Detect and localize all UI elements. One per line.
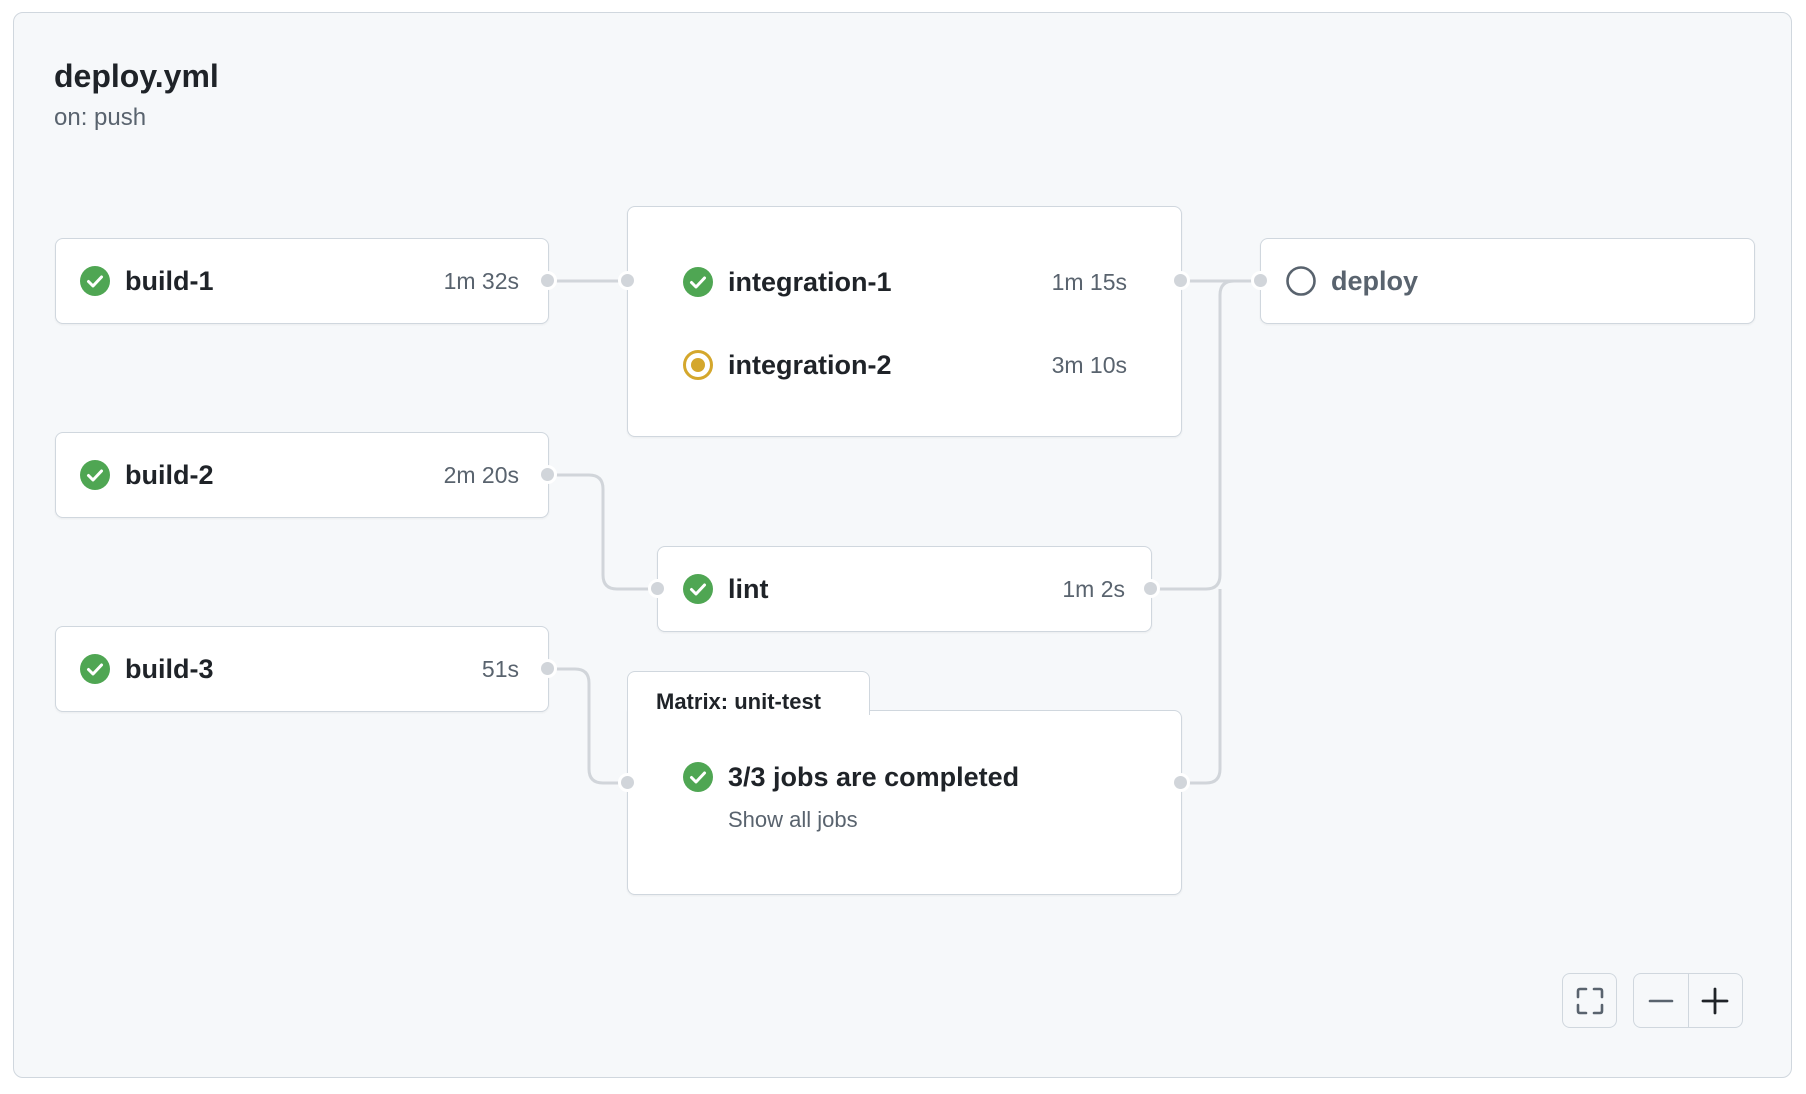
- in-progress-icon: [683, 350, 713, 380]
- port-integration-out: [1171, 271, 1190, 290]
- matrix-tab: Matrix: unit-test: [627, 671, 870, 715]
- success-check-icon: [80, 266, 110, 296]
- pending-circle-icon: [1286, 266, 1316, 296]
- success-check-icon: [683, 574, 713, 604]
- minus-icon: [1648, 999, 1674, 1002]
- port-build-3-out: [538, 659, 557, 678]
- job-duration: 1m 15s: [1051, 268, 1127, 295]
- port-deploy-in: [1251, 271, 1270, 290]
- job-duration: 51s: [481, 655, 519, 682]
- matrix-summary: 3/3 jobs are completed: [728, 761, 1020, 792]
- job-card-build-3[interactable]: build-3 51s: [55, 626, 549, 712]
- fullscreen-button[interactable]: [1562, 973, 1617, 1028]
- job-card-build-1[interactable]: build-1 1m 32s: [55, 238, 549, 324]
- port-matrix-in: [618, 773, 637, 792]
- job-name: build-2: [125, 459, 214, 490]
- show-all-jobs-link[interactable]: Show all jobs: [728, 807, 858, 832]
- success-check-icon: [80, 460, 110, 490]
- workflow-graph-panel: [13, 12, 1792, 1078]
- job-row-integration-2[interactable]: integration-2 3m 10s: [682, 345, 1127, 385]
- fullscreen-icon: [1576, 987, 1603, 1014]
- plus-icon: [1701, 987, 1729, 1014]
- job-row-integration-1[interactable]: integration-1 1m 15s: [682, 262, 1127, 302]
- job-card-build-2[interactable]: build-2 2m 20s: [55, 432, 549, 518]
- zoom-in-button[interactable]: [1687, 974, 1743, 1027]
- job-name: integration-2: [728, 349, 892, 380]
- job-duration: 1m 2s: [1062, 575, 1125, 602]
- job-name: integration-1: [728, 266, 892, 297]
- job-card-lint[interactable]: lint 1m 2s: [657, 546, 1152, 632]
- port-build-1-out: [538, 271, 557, 290]
- port-lint-in: [648, 579, 667, 598]
- workflow-trigger: on: push: [54, 104, 147, 131]
- job-duration: 1m 32s: [443, 267, 519, 294]
- zoom-out-button[interactable]: [1634, 974, 1688, 1027]
- matrix-label: Matrix: unit-test: [656, 689, 821, 714]
- job-card-deploy[interactable]: deploy: [1260, 238, 1755, 324]
- job-name: deploy: [1331, 265, 1419, 296]
- job-duration: 2m 20s: [443, 461, 519, 488]
- job-name: lint: [728, 573, 769, 604]
- success-check-icon: [683, 762, 713, 792]
- job-name: build-1: [125, 265, 214, 296]
- job-group-integration: integration-1 1m 15s integration-2 3m 10…: [627, 206, 1182, 437]
- port-build-2-out: [538, 465, 557, 484]
- port-lint-out: [1141, 579, 1160, 598]
- workflow-title: deploy.yml: [54, 58, 219, 94]
- success-check-icon: [80, 654, 110, 684]
- port-integration-in: [618, 271, 637, 290]
- port-matrix-out: [1171, 773, 1190, 792]
- zoom-controls: [1633, 973, 1743, 1028]
- matrix-card-unit-test: 3/3 jobs are completed Show all jobs: [627, 710, 1182, 895]
- job-name: build-3: [125, 653, 214, 684]
- success-check-icon: [683, 267, 713, 297]
- job-duration: 3m 10s: [1051, 351, 1127, 378]
